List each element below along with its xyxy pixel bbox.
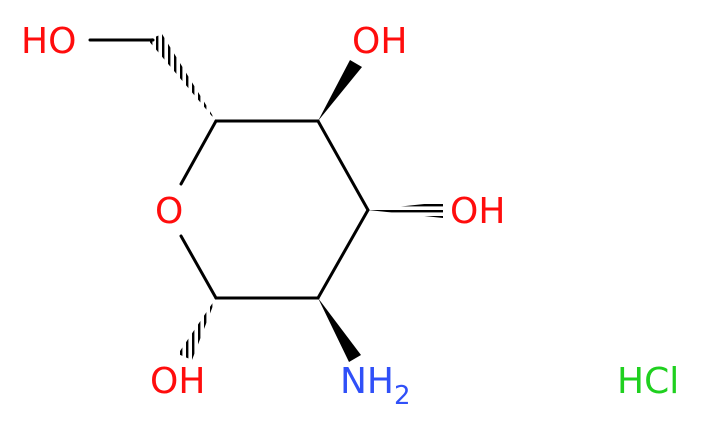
wedge-c2-nh2 [318,298,361,362]
label-ring-oxygen: O [155,191,183,232]
hashed-wedge-c5-ch2 [148,34,216,121]
label-nh2-subscript: 2 [394,381,411,411]
hashed-wedge-c1-oh [178,298,216,360]
hashed-wedge-c3-oh [368,202,443,218]
bond-c1-o [179,234,218,300]
bond-c3-c2 [316,208,370,300]
label-oh-right: OH [450,191,505,232]
label-oh-top: OH [352,21,407,62]
label-ho-top-left: HO [21,21,76,62]
ring-bonds [88,38,370,300]
label-oh-bottom: OH [150,361,205,402]
bond-o-c5 [179,119,218,186]
bond-c4-c3 [316,119,370,212]
label-hcl: HCl [617,361,679,402]
wedge-c4-oh [318,60,362,121]
label-nh2: NH2 [340,361,411,411]
